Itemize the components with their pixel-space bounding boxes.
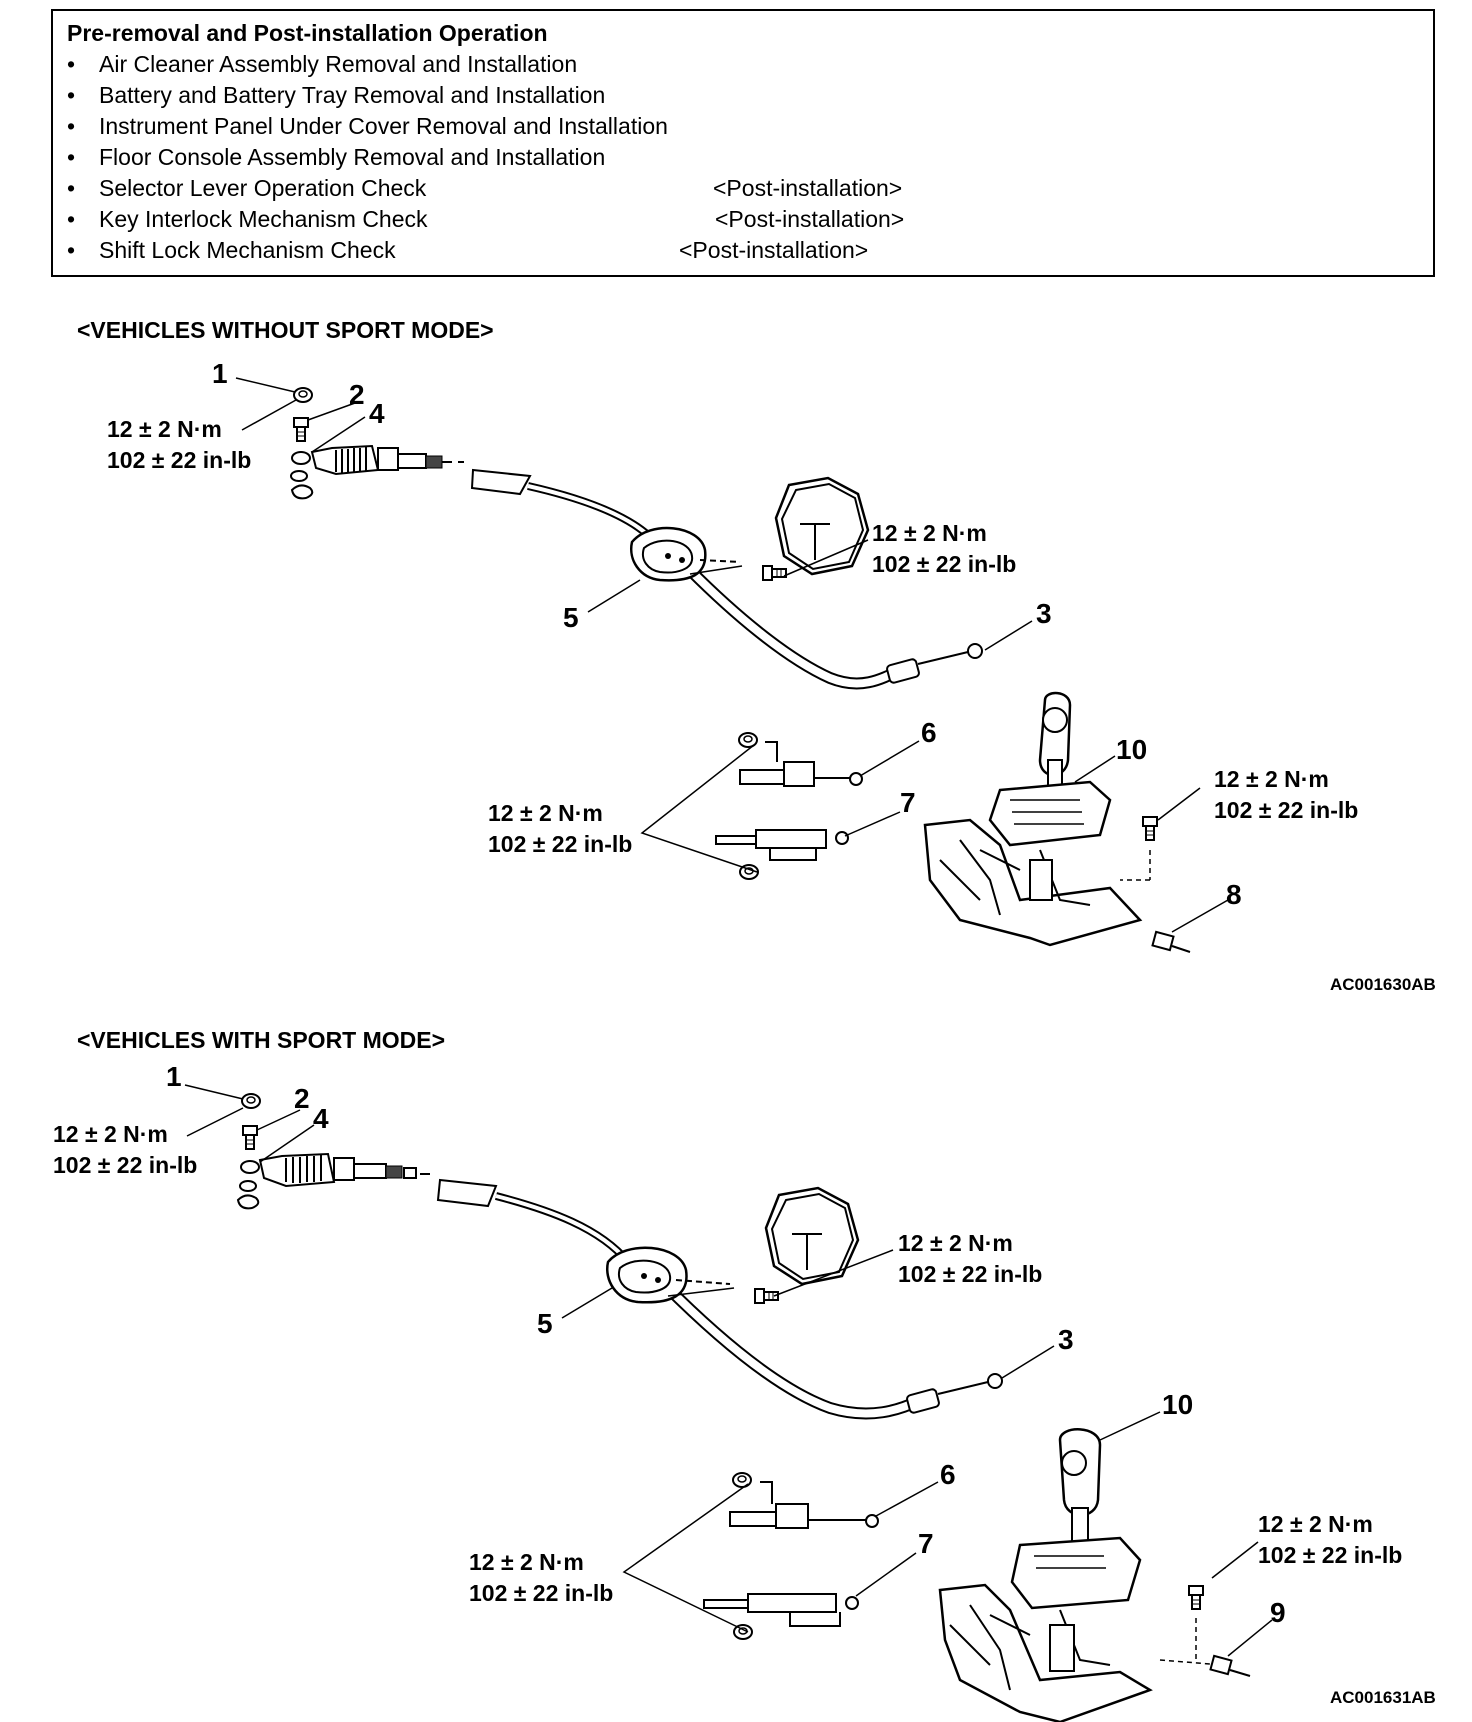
operations-box: Pre-removal and Post-installation Operat… (51, 9, 1435, 277)
bullet: • (67, 237, 76, 263)
torque-inlb: 102 ± 22 in-lb (469, 1580, 613, 1606)
cable-end-parts (236, 1093, 430, 1210)
torque-nm: 12 ± 2 N·m (1214, 766, 1329, 792)
callout-number: 1 (212, 358, 228, 389)
callout-number: 10 (1162, 1389, 1193, 1420)
transmission-control-cable (470, 468, 983, 690)
callout-number: 6 (921, 717, 937, 748)
interlock-parts (703, 1472, 879, 1640)
callout-number: 3 (1058, 1324, 1074, 1355)
operation-note: <Post-installation> (679, 237, 869, 263)
callout-number: 5 (537, 1308, 553, 1339)
torque-inlb: 102 ± 22 in-lb (107, 447, 251, 473)
callout-number: 6 (940, 1459, 956, 1490)
torque-nm: 12 ± 2 N·m (1258, 1511, 1373, 1537)
operation-text: Instrument Panel Under Cover Removal and… (99, 113, 668, 139)
torque-nm: 12 ± 2 N·m (872, 520, 987, 546)
torque-inlb: 102 ± 22 in-lb (1258, 1542, 1402, 1568)
torque-specs: 12 ± 2 N·m 102 ± 22 in-lb 12 ± 2 N·m 102… (53, 1121, 1402, 1606)
figure-code: AC001630AB (1330, 975, 1436, 994)
figure-code: AC001631AB (1330, 1688, 1436, 1707)
callout-number: 7 (918, 1528, 934, 1559)
diagram-title-without-sport: <VEHICLES WITHOUT SPORT MODE> (77, 317, 494, 343)
selector-lever-assembly (923, 691, 1191, 953)
torque-inlb: 102 ± 22 in-lb (53, 1152, 197, 1178)
callout-number: 4 (369, 398, 385, 429)
callout-number: 3 (1036, 598, 1052, 629)
access-cover (764, 1186, 860, 1286)
operation-text: Key Interlock Mechanism Check (99, 206, 428, 232)
torque-inlb: 102 ± 22 in-lb (872, 551, 1016, 577)
torque-specs: 12 ± 2 N·m 102 ± 22 in-lb 12 ± 2 N·m 102… (107, 416, 1358, 857)
torque-inlb: 102 ± 22 in-lb (898, 1261, 1042, 1287)
callout-number: 7 (900, 787, 916, 818)
diagram-with-sport: 1 2 4 5 3 10 6 7 9 12 ± 2 N·m 102 ± 22 i… (53, 1061, 1402, 1722)
callout-number: 2 (294, 1083, 310, 1114)
operation-text: Air Cleaner Assembly Removal and Install… (99, 51, 578, 77)
bullet: • (67, 113, 76, 139)
callout-number: 4 (313, 1103, 329, 1134)
torque-inlb: 102 ± 22 in-lb (488, 831, 632, 857)
callout-number: 2 (349, 379, 365, 410)
bullet: • (67, 51, 76, 77)
bullet: • (67, 82, 76, 108)
callout-number: 9 (1270, 1597, 1286, 1628)
cable-end-parts (290, 387, 464, 500)
operation-note: <Post-installation> (713, 175, 903, 201)
torque-nm: 12 ± 2 N·m (898, 1230, 1013, 1256)
operations-title: Pre-removal and Post-installation Operat… (67, 20, 548, 46)
bullet: • (67, 175, 76, 201)
bullet: • (67, 206, 76, 232)
selector-lever-assembly (938, 1428, 1251, 1722)
torque-nm: 12 ± 2 N·m (488, 800, 603, 826)
callout-number: 10 (1116, 734, 1147, 765)
callout-leaders (184, 1084, 1273, 1657)
torque-nm: 12 ± 2 N·m (469, 1549, 584, 1575)
operation-note: <Post-installation> (715, 206, 905, 232)
operation-text: Floor Console Assembly Removal and Insta… (99, 144, 606, 170)
diagram-without-sport: 1 2 4 5 3 6 7 10 8 12 ± 2 N·m 102 ± 22 i… (107, 358, 1358, 953)
diagram-title-with-sport: <VEHICLES WITH SPORT MODE> (77, 1027, 446, 1053)
torque-inlb: 102 ± 22 in-lb (1214, 797, 1358, 823)
operation-text: Selector Lever Operation Check (99, 175, 427, 201)
callout-numbers: 1 2 4 5 3 6 7 10 8 (212, 358, 1242, 910)
bullet: • (67, 144, 76, 170)
torque-nm: 12 ± 2 N·m (53, 1121, 168, 1147)
callout-number: 1 (166, 1061, 182, 1092)
callout-number: 5 (563, 602, 579, 633)
torque-nm: 12 ± 2 N·m (107, 416, 222, 442)
transmission-control-cable (436, 1178, 1003, 1420)
callout-number: 8 (1226, 879, 1242, 910)
cable-bracket (629, 526, 787, 582)
callout-leaders (235, 377, 1229, 933)
interlock-parts (715, 732, 863, 880)
operation-text: Shift Lock Mechanism Check (99, 237, 396, 263)
operation-text: Battery and Battery Tray Removal and Ins… (99, 82, 606, 108)
callout-numbers: 1 2 4 5 3 10 6 7 9 (166, 1061, 1286, 1628)
cable-bracket (605, 1246, 779, 1304)
